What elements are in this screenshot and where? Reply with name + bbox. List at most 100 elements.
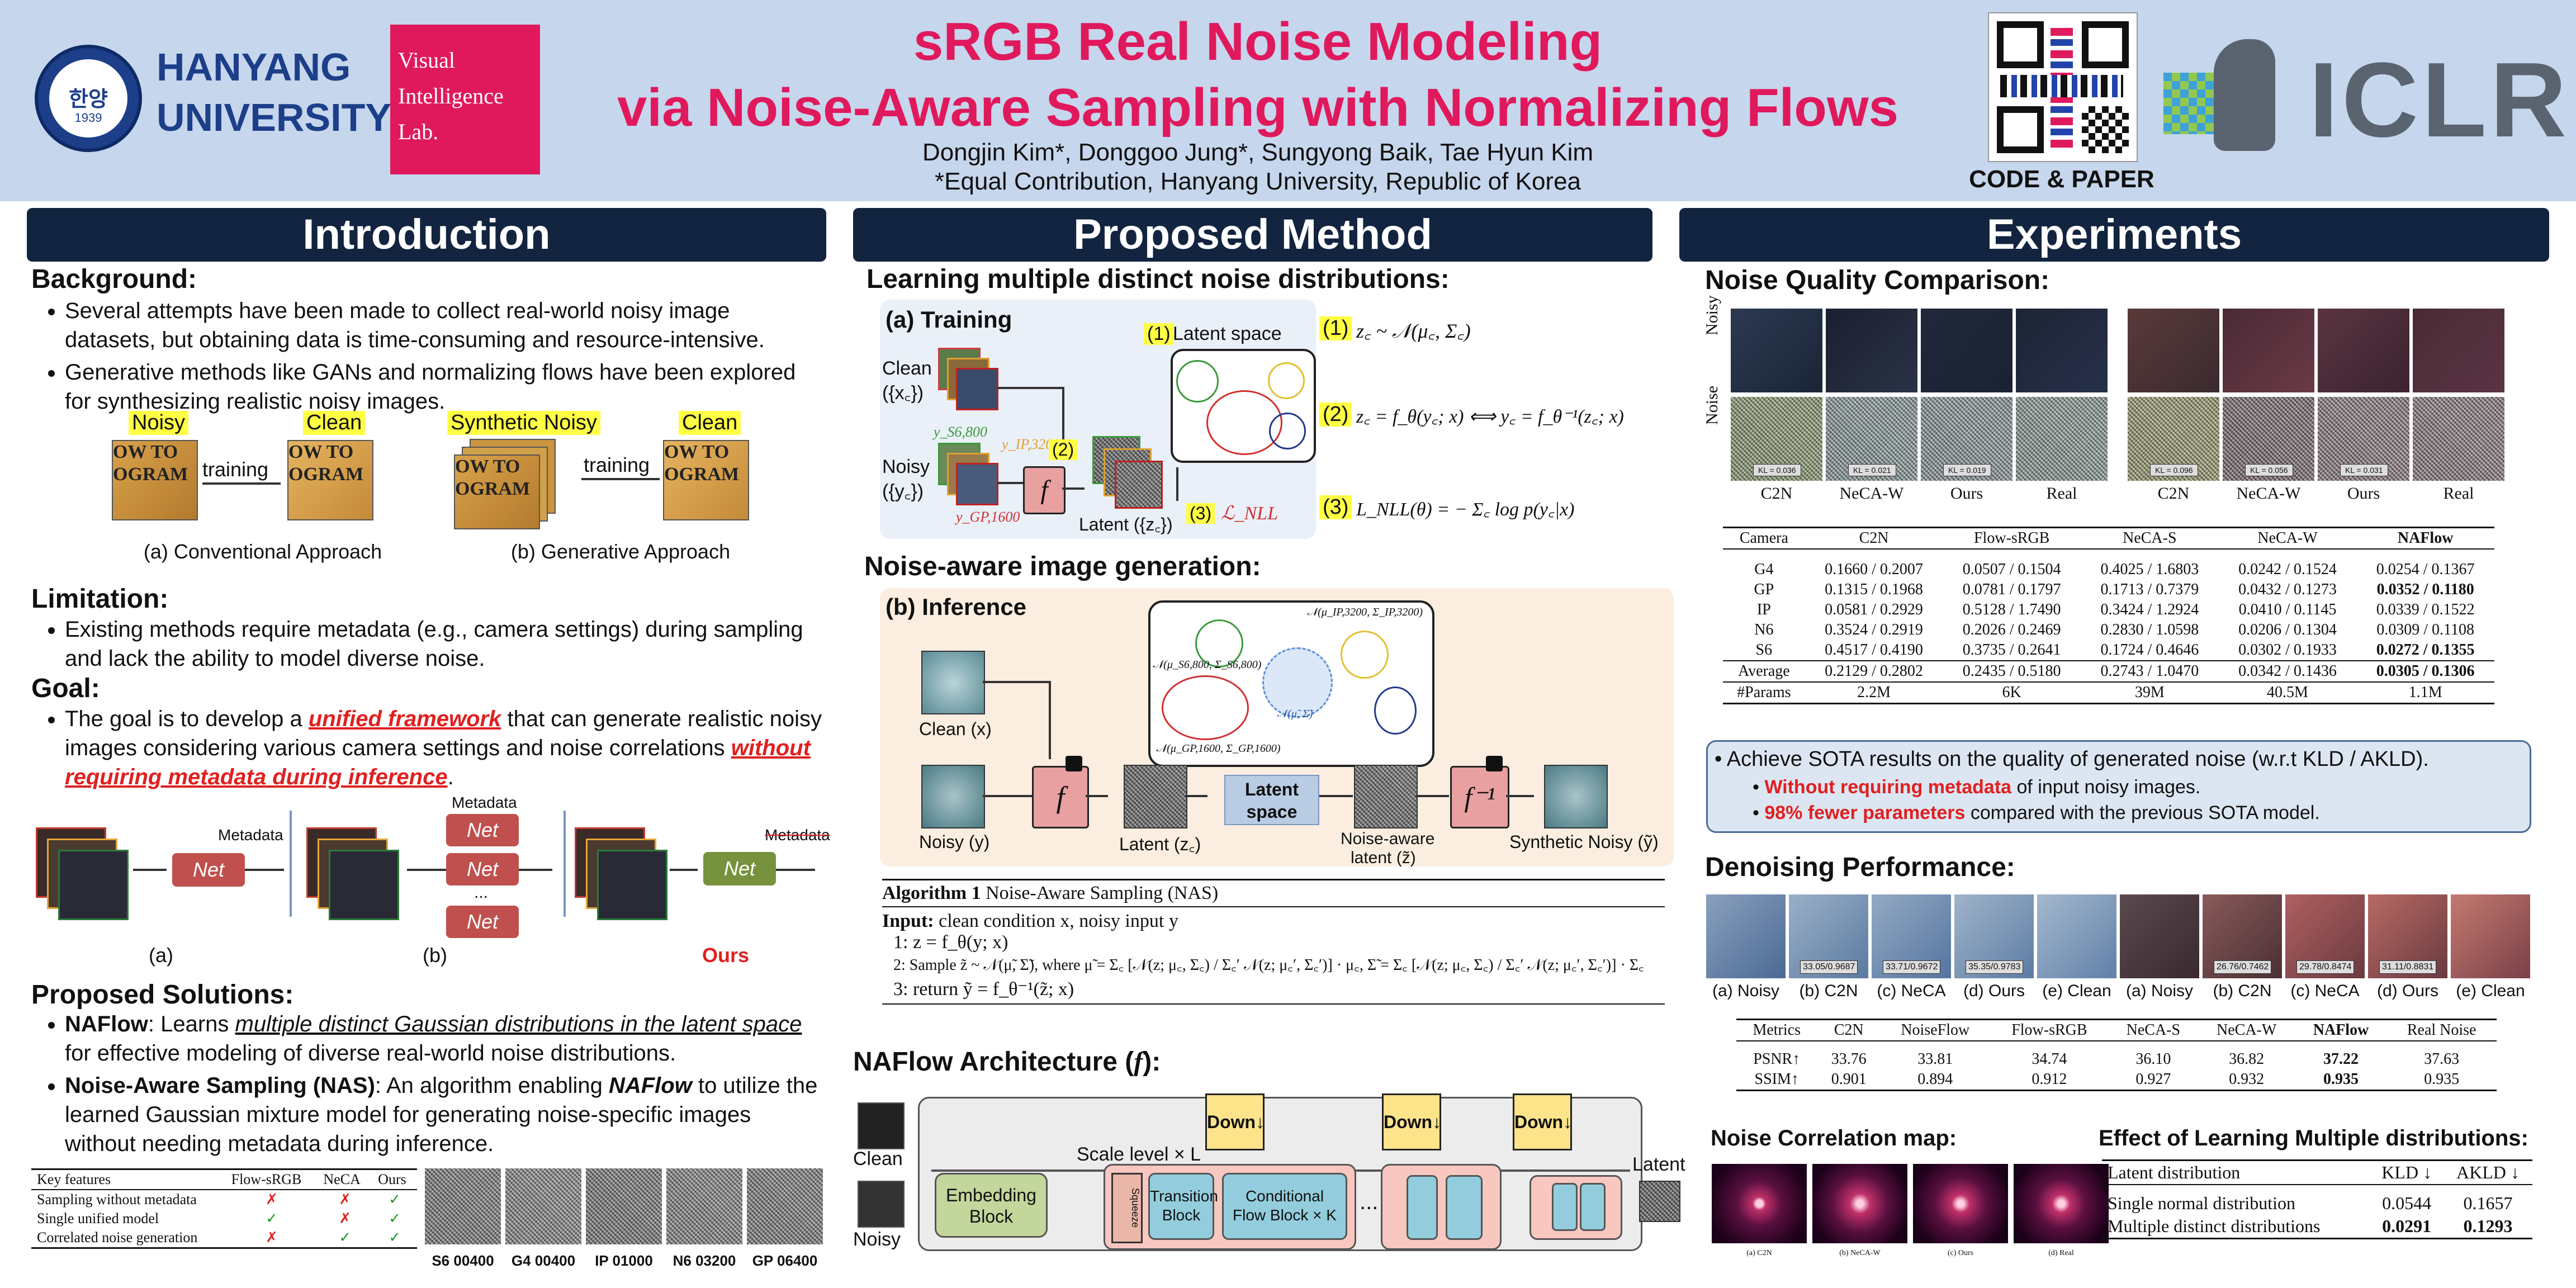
- corr-map: [1712, 1164, 1807, 1243]
- dn-score-badge: 33.05/0.9687: [1800, 960, 1858, 974]
- metadata-label-b: Metadata: [452, 794, 517, 811]
- kl-header: C2N: [1859, 529, 1889, 547]
- noisy-book-image: OW TO OGRAM: [112, 440, 198, 520]
- lock-icon: [1066, 756, 1082, 771]
- synthetic-noisy-image: [1544, 765, 1608, 828]
- nq-grid: KL = 0.036 KL = 0.021 KL = 0.019 KL = 0.…: [1731, 309, 2536, 510]
- nq-col-label: C2N: [1760, 484, 1793, 503]
- solution-nas: Noise-Aware Sampling (NAS): An algorithm…: [65, 1071, 825, 1158]
- inf-noisy-label: Noisy (y): [919, 832, 990, 852]
- caption-net-a: (a): [149, 944, 173, 967]
- dn-caption: (a) Noisy: [1712, 982, 1779, 1000]
- synthetic-noisy-label: Synthetic Noisy (ỹ): [1509, 832, 1659, 852]
- features-row: Single unified model ✓ ✗ ✓: [37, 1210, 401, 1227]
- experiments-heading: Experiments: [1679, 208, 2549, 262]
- eq-badge-2: (2): [1319, 402, 1352, 427]
- dist-ip-label: 𝒩(μ_IP,3200, Σ_IP,3200): [1307, 606, 1423, 618]
- net-box-b1: Net: [446, 814, 519, 846]
- dn-header: C2N: [1834, 1021, 1864, 1039]
- clean-book-image: OW TO OGRAM: [287, 440, 373, 520]
- down-block: Down↓: [1205, 1093, 1265, 1150]
- dn-header: NeCA-S: [2126, 1021, 2181, 1039]
- synthetic-book-image: OW TO OGRAM: [454, 454, 540, 529]
- solutions-title: Proposed Solutions:: [31, 980, 294, 1010]
- lab-logo: Visual Intelligence Lab.: [390, 25, 540, 174]
- limitation-text: Existing methods require metadata (e.g.,…: [31, 615, 825, 676]
- kl-badge: KL = 0.096: [2150, 464, 2198, 476]
- eff-header: AKLD ↓: [2456, 1162, 2520, 1182]
- algorithm-header: Algorithm 1 Noise-Aware Sampling (NAS): [882, 879, 1665, 907]
- method-section1-title: Learning multiple distinct noise distrib…: [866, 264, 1450, 294]
- method-section3-title: NAFlow Architecture (f):: [853, 1047, 1161, 1077]
- badge-3-train: (3): [1186, 503, 1215, 524]
- university-name-line2: UNIVERSITY: [157, 96, 392, 139]
- net-box-a: Net: [172, 853, 245, 887]
- lab-line1: Visual: [398, 48, 456, 73]
- kl-table-wrap: Camera C2N Flow-sRGB NeCA-S NeCA-W NAFlo…: [1723, 527, 2494, 704]
- eq-badge-1: (1): [1319, 316, 1352, 340]
- dn-caption: (b) C2N: [1799, 982, 1858, 1000]
- features-row: Correlated noise generation ✗ ✓ ✓: [37, 1229, 401, 1246]
- train-clean-set: ({x꜀}): [882, 382, 924, 404]
- goal-bullet: The goal is to develop a unified framewo…: [65, 704, 825, 792]
- latent-space-title: Latent space: [1173, 323, 1282, 344]
- corr-map: [1812, 1164, 1907, 1243]
- goal-title: Goal:: [31, 674, 100, 703]
- dn-header: NeCA-W: [2217, 1021, 2277, 1039]
- equation-3: L_NLL(θ) = − Σ꜀ log p(y꜀|x): [1356, 499, 1575, 520]
- kl-badge: KL = 0.031: [2340, 464, 2388, 476]
- nq-row-label-noisy: Noisy: [1703, 295, 1721, 335]
- kl-badge: KL = 0.019: [1943, 464, 1991, 476]
- features-header: Ours: [378, 1171, 406, 1187]
- qr-code[interactable]: [1988, 12, 2138, 162]
- y-gp-label: y_GP,1600: [956, 509, 1020, 525]
- sota-sub2: • 98% fewer parameters compared with the…: [1753, 802, 2320, 823]
- training-title: (a) Training: [886, 306, 1012, 333]
- inf-clean-image: [921, 651, 985, 714]
- kl-badge: KL = 0.036: [1753, 464, 1801, 476]
- corr-map: [1913, 1164, 2008, 1243]
- dn-score-badge: 31.11/0.8831: [2379, 960, 2437, 974]
- kl-header: Flow-sRGB: [1973, 529, 2050, 547]
- dist-tilde-label: 𝒩(μ̃, Σ̃): [1277, 708, 1313, 720]
- affiliation: *Equal Contribution, Hanyang University,…: [934, 168, 1581, 195]
- corr-caption: (b) NeCA-W: [1839, 1249, 1881, 1257]
- inference-title: (b) Inference: [886, 594, 1027, 620]
- transition-block: Transition Block: [1148, 1173, 1218, 1240]
- noise-aware-label-2: latent (z̃): [1351, 849, 1416, 867]
- sota-sub1: • Without requiring metadata of input no…: [1753, 776, 2201, 798]
- dn-header: Metrics: [1753, 1021, 1801, 1039]
- caption-conventional: (a) Conventional Approach: [143, 540, 382, 563]
- eq-badge-3: (3): [1319, 495, 1352, 519]
- eff-header: Latent distribution: [2108, 1162, 2241, 1182]
- arch-noisy-label: Noisy: [853, 1229, 901, 1250]
- solutions-text: NAFlow: Learns multiple distinct Gaussia…: [31, 1010, 825, 1162]
- eff-row: Multiple distinct distributions 0.0291 0…: [2108, 1216, 2513, 1236]
- iclr-head-logo: [2163, 39, 2275, 151]
- badge-1-train: (1): [1144, 323, 1174, 345]
- features-header: Flow-sRGB: [231, 1171, 302, 1187]
- dn-caption: (b) C2N: [2213, 982, 2272, 1000]
- net-box-ours: Net: [703, 852, 776, 886]
- sota-box: • Achieve SOTA results on the quality of…: [1706, 740, 2531, 833]
- kl-badge: KL = 0.056: [2245, 464, 2293, 476]
- latent-box-line1: Latent: [1245, 779, 1299, 799]
- net-box-b2: Net: [446, 853, 519, 886]
- clean-label-a: Clean: [303, 411, 366, 435]
- train-noisy-label: Noisy: [882, 456, 930, 477]
- training-label-b: training: [584, 453, 650, 476]
- nq-col-label: Real: [2046, 484, 2077, 503]
- architecture-diagram: Clean Noisy Down↓ Down↓ Down↓ Scale leve…: [853, 1091, 1685, 1259]
- limitation-title: Limitation:: [31, 584, 169, 614]
- synthetic-noisy-label: Synthetic Noisy: [447, 411, 600, 435]
- dist-s6-label: 𝒩(μ_S6,800, Σ_S6,800): [1153, 659, 1262, 671]
- inf-noise-aware-image: [1354, 765, 1418, 828]
- dn-caption: (c) NeCA: [1877, 982, 1946, 1000]
- algorithm-line: 2: Sample z̃ ~ 𝒩(μ̃, Σ̃), where μ̃ = Σ꜀ …: [893, 956, 1644, 974]
- features-table-wrap: Key features Flow-sRGB NeCA Ours Samplin…: [31, 1168, 417, 1249]
- distribution-box: 𝒩(μ_IP,3200, Σ_IP,3200) 𝒩(μ_S6,800, Σ_S6…: [1148, 600, 1434, 767]
